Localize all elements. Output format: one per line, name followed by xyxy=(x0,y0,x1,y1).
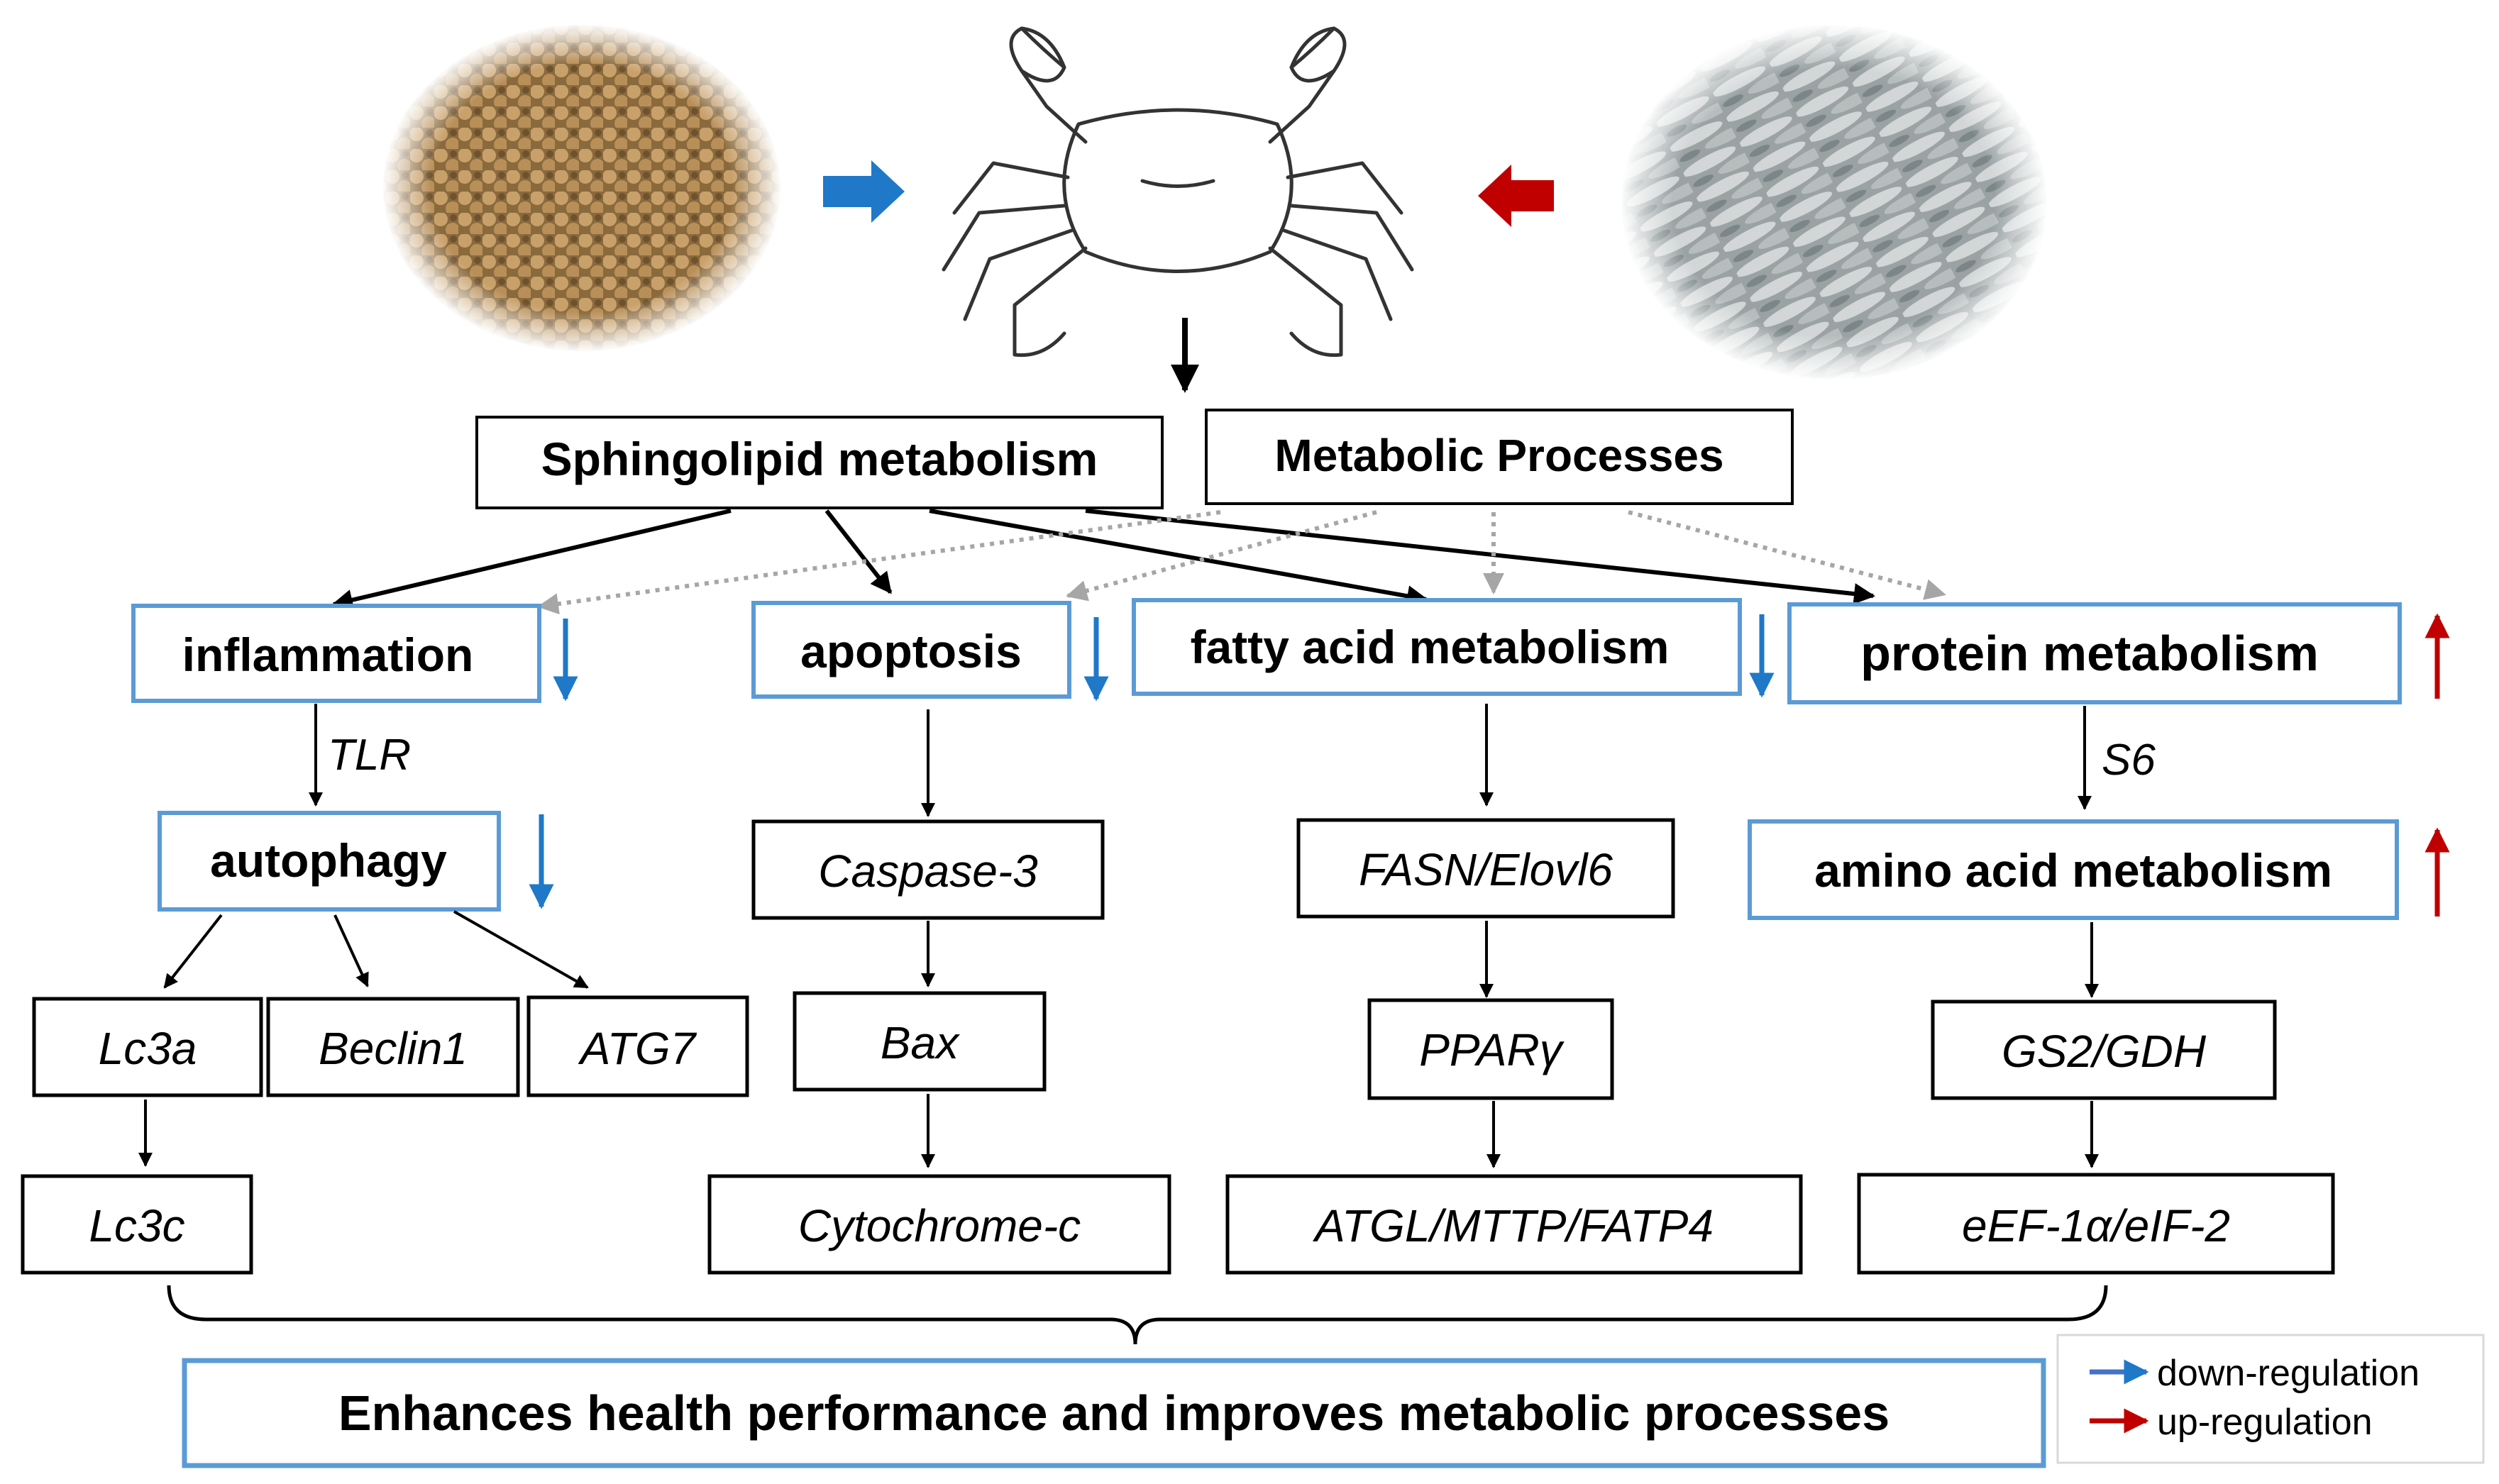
fasn-label: FASN/Elovl6 xyxy=(1359,844,1613,895)
inflammation-label: inflammation xyxy=(182,629,474,681)
inflammation-box xyxy=(131,604,541,703)
sphingolipid-label: Sphingolipid metabolism xyxy=(541,433,1098,485)
atgl-label: ATGL/MTTP/FATP4 xyxy=(1312,1200,1714,1251)
fasn-box xyxy=(1296,818,1675,919)
eef-box xyxy=(1857,1173,2335,1275)
sphingolipid-connectors xyxy=(331,509,1875,611)
apoptosis-label: apoptosis xyxy=(800,625,1022,677)
protein-box xyxy=(1787,602,2402,704)
autophagy-label: autophagy xyxy=(210,834,447,887)
ppar-label: PPARγ xyxy=(1419,1024,1565,1075)
legend: down-regulation up-regulation xyxy=(2056,1334,2485,1464)
lc3c-label: Lc3c xyxy=(89,1200,184,1251)
red-left-arrow-icon xyxy=(1478,165,1554,227)
bax-label: Bax xyxy=(881,1017,960,1068)
lc3c-box xyxy=(21,1174,253,1275)
gs2-box xyxy=(1931,1000,2277,1100)
beclin1-box xyxy=(266,997,520,1097)
caspase3-box xyxy=(751,819,1105,920)
crab-icon xyxy=(942,26,1414,358)
gs2-label: GS2/GDH xyxy=(2002,1026,2207,1077)
s6-label: S6 xyxy=(2102,736,2156,785)
cytochrome-c-box xyxy=(707,1174,1171,1275)
metabolic-processes-box xyxy=(1205,409,1794,505)
beclin1-label: Beclin1 xyxy=(319,1023,468,1074)
feed-pellets-image xyxy=(382,23,782,353)
blue-right-arrow-icon xyxy=(823,160,905,223)
level-three-connectors xyxy=(163,910,2099,998)
atg7-label: ATG7 xyxy=(578,1023,697,1074)
atg7-box xyxy=(526,995,749,1097)
cytochrome-c-label: Cytochrome-c xyxy=(798,1200,1081,1251)
bax-box xyxy=(793,991,1047,1092)
legend-up-label: up-regulation xyxy=(2157,1402,2373,1443)
autophagy-box xyxy=(158,811,501,912)
level-four-connectors xyxy=(138,1094,2099,1168)
atgl-box xyxy=(1225,1174,1803,1275)
conclusion-box xyxy=(182,1358,2046,1468)
legend-down-label: down-regulation xyxy=(2157,1353,2420,1394)
level-two-connectors xyxy=(309,704,2092,817)
amino-acid-box xyxy=(1748,819,2399,920)
metabolic-processes-connectors xyxy=(537,510,1946,615)
caspase3-label: Caspase-3 xyxy=(818,846,1038,897)
conclusion-label: Enhances health performance and improves… xyxy=(338,1385,1890,1441)
ppar-box xyxy=(1367,998,1614,1100)
metabolic-processes-label: Metabolic Processes xyxy=(1274,430,1723,481)
legend-frame xyxy=(2056,1334,2485,1464)
tlr-label: TLR xyxy=(328,731,411,780)
trash-fish-image xyxy=(1620,23,2048,381)
apoptosis-box xyxy=(751,601,1071,699)
bottom-brace xyxy=(167,1285,2108,1345)
lc3a-label: Lc3a xyxy=(99,1023,197,1074)
sphingolipid-box xyxy=(475,416,1164,509)
lc3a-box xyxy=(32,997,263,1097)
protein-label: protein metabolism xyxy=(1860,626,2319,681)
fatty-acid-label: fatty acid metabolism xyxy=(1191,621,1670,673)
eef-label: eEF-1α/eIF-2 xyxy=(1962,1200,2230,1251)
fatty-acid-box xyxy=(1132,598,1742,696)
amino-acid-label: amino acid metabolism xyxy=(1814,844,2332,897)
